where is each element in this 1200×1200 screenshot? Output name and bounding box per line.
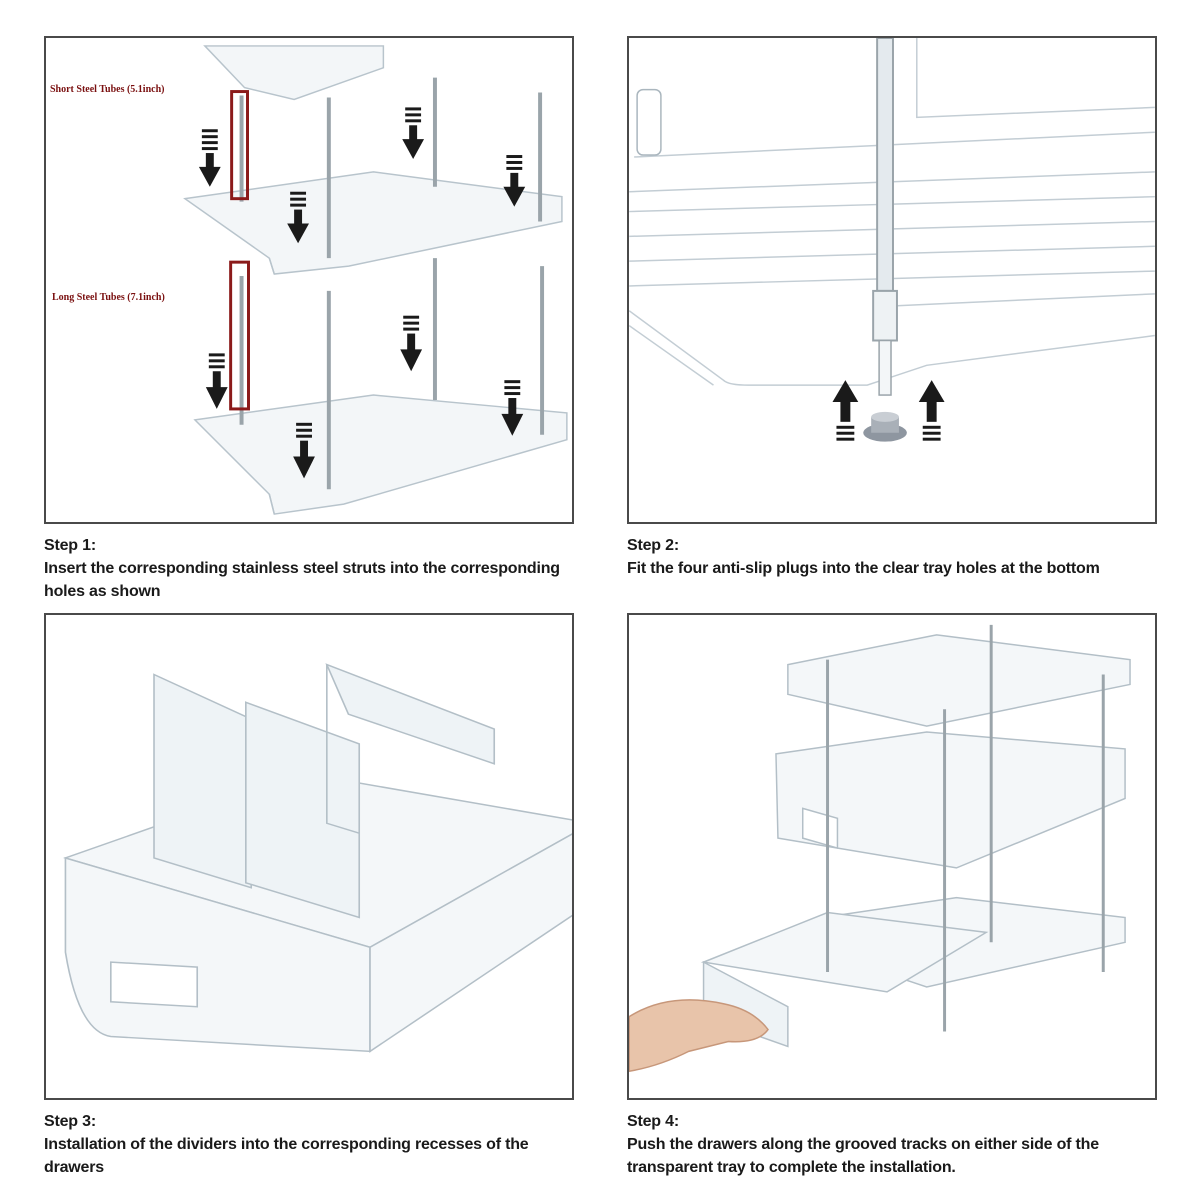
step1-title: Step 1: bbox=[44, 537, 96, 554]
step3-image-panel bbox=[44, 613, 574, 1100]
step1-text: Insert the corresponding stainless steel… bbox=[44, 560, 560, 600]
step3-caption: Step 3: Installation of the dividers int… bbox=[44, 1110, 574, 1179]
step1-caption: Step 1: Insert the corresponding stainle… bbox=[44, 534, 574, 603]
hand-icon bbox=[629, 999, 769, 1073]
step2-title: Step 2: bbox=[627, 537, 679, 554]
down-arrow-icons bbox=[198, 107, 526, 479]
drawer-dividers-illustration bbox=[62, 663, 572, 1053]
long-tube-highlight bbox=[229, 260, 250, 411]
step4-text: Push the drawers along the grooved track… bbox=[627, 1136, 1099, 1176]
shelf-assembly-illustration bbox=[183, 45, 568, 515]
up-arrow-icons bbox=[832, 380, 945, 441]
short-tube-highlight bbox=[230, 90, 249, 201]
anti-slip-plug-illustration bbox=[629, 38, 1155, 442]
step2-image-panel bbox=[627, 36, 1157, 524]
step1-image-panel: Short Steel Tubes (5.1inch) Long Steel T… bbox=[44, 36, 574, 524]
step4-caption: Step 4: Push the drawers along the groov… bbox=[627, 1110, 1157, 1179]
short-tube-label: Short Steel Tubes (5.1inch) bbox=[50, 84, 165, 95]
completed-organizer-illustration bbox=[629, 624, 1131, 1073]
step4-title: Step 4: bbox=[627, 1113, 679, 1130]
step4-image-panel bbox=[627, 613, 1157, 1100]
long-tube-label: Long Steel Tubes (7.1inch) bbox=[52, 292, 165, 303]
step2-caption: Step 2: Fit the four anti-slip plugs int… bbox=[627, 534, 1157, 580]
step3-text: Installation of the dividers into the co… bbox=[44, 1136, 529, 1176]
step3-title: Step 3: bbox=[44, 1113, 96, 1130]
step2-text: Fit the four anti-slip plugs into the cl… bbox=[627, 560, 1100, 577]
